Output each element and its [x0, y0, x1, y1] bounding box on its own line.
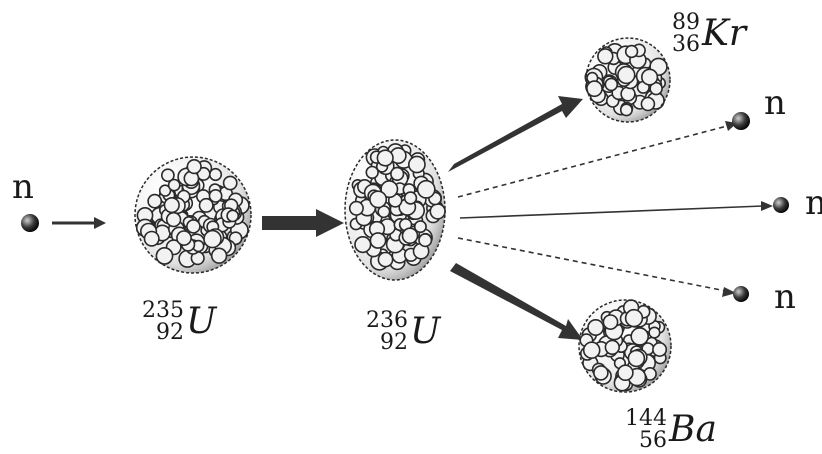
- nucleon-bubble: [624, 44, 639, 59]
- neutron-path-top: [457, 125, 728, 198]
- nucleon-bubble: [648, 326, 661, 339]
- released-neutron-top-label: n: [764, 83, 786, 123]
- nucleon-bubble: [208, 188, 223, 203]
- nucleon-bubble: [620, 86, 636, 102]
- kr89-atomic-number: 36: [672, 32, 700, 57]
- nucleon-bubble: [617, 364, 634, 382]
- nucleon-bubble: [597, 48, 614, 65]
- nucleon-bubble: [582, 341, 601, 360]
- nucleon-bubble: [630, 327, 650, 346]
- nucleon-bubble: [365, 165, 379, 180]
- nucleon-bubble: [640, 68, 659, 86]
- neutrons: [21, 112, 789, 302]
- neutron-path-bottom-head: [722, 287, 736, 297]
- u236-mass-number: 236: [366, 308, 408, 333]
- nucleon-bubble: [226, 209, 240, 223]
- nucleus-u236: [344, 139, 446, 281]
- nucleon-bubble: [167, 178, 181, 192]
- isotope-label-ba144: 144 56 Ba: [625, 408, 717, 452]
- u236-symbol: U: [410, 311, 441, 352]
- nucleon-bubble: [143, 230, 160, 247]
- nucleon-bubble: [222, 175, 238, 191]
- released-neutron-bottom: [733, 286, 749, 302]
- u235-atomic-number: 92: [156, 320, 184, 345]
- kr89-symbol: Kr: [702, 13, 747, 54]
- neutron-path-bottom: [457, 237, 727, 292]
- u236-atomic-number: 92: [380, 330, 408, 355]
- krypton-fragment-arrow: [448, 96, 583, 172]
- nucleon-bubble: [369, 190, 388, 209]
- nucleon-bubble: [186, 219, 201, 234]
- nucleon-bubble: [593, 365, 609, 381]
- nucleon-bubble: [198, 197, 214, 213]
- u235-symbol: U: [186, 301, 217, 342]
- nucleon-bubble: [413, 220, 427, 234]
- isotope-label-u236: 236 92 U: [366, 310, 440, 354]
- nucleon-bubble: [619, 103, 633, 117]
- nucleon-bubble: [418, 233, 433, 248]
- released-neutron-bottom-label: n: [774, 277, 796, 317]
- kr89-mass-number: 89: [672, 10, 700, 35]
- isotope-label-kr89: 89 36 Kr: [672, 12, 746, 56]
- nucleon-bubble: [155, 246, 174, 265]
- nucleon-bubble: [348, 200, 364, 216]
- nucleon-bubble: [604, 339, 620, 355]
- barium-fragment-arrow: [450, 263, 583, 340]
- nucleon-bubble: [158, 184, 172, 197]
- nucleus-kr89: [584, 37, 671, 123]
- nucleon-bubble: [186, 159, 202, 175]
- nucleon-bubble: [354, 236, 372, 254]
- nucleon-bubble: [407, 155, 426, 174]
- nucleon-bubble: [165, 211, 182, 228]
- isotope-label-u235: 235 92 U: [142, 300, 216, 344]
- incoming-neutron-label: n: [12, 167, 34, 207]
- nucleon-bubble: [210, 247, 228, 264]
- nucleon-bubble: [652, 341, 668, 357]
- incoming-neutron: [21, 214, 39, 232]
- released-neutron-middle: [773, 197, 789, 213]
- ba144-atomic-number: 56: [639, 428, 667, 453]
- nucleon-bubble: [416, 179, 436, 199]
- released-neutron-top: [732, 112, 750, 130]
- nucleon-bubble: [390, 166, 405, 181]
- nucleon-bubble: [403, 191, 418, 205]
- nucleon-bubble: [602, 314, 619, 330]
- nucleon-bubble: [401, 227, 419, 244]
- nucleon-bubble: [203, 229, 222, 249]
- nucleon-bubble: [617, 65, 636, 85]
- released-neutron-middle-label: n: [805, 183, 822, 223]
- nucleon-bubble: [380, 180, 399, 199]
- incoming-neutron-arrowhead: [94, 217, 106, 229]
- nucleon-bubble: [377, 251, 394, 268]
- arrows: [52, 96, 773, 340]
- nucleon-bubble: [147, 193, 163, 209]
- nucleon-bubble: [640, 96, 656, 112]
- nucleon-bubble: [369, 232, 387, 249]
- u235-mass-number: 235: [142, 298, 184, 323]
- nucleon-bubble: [627, 349, 646, 368]
- nucleon-bubble: [429, 203, 446, 220]
- nucleon-bubble: [604, 77, 619, 92]
- nucleon-bubble: [624, 308, 644, 328]
- absorption-arrow: [262, 209, 344, 237]
- nucleus-ba144: [578, 299, 672, 393]
- nucleon-bubble: [587, 318, 605, 336]
- nucleon-bubble: [163, 197, 180, 214]
- neutron-path-middle: [459, 205, 764, 219]
- nucleon-bubble: [176, 230, 192, 246]
- ba144-symbol: Ba: [669, 409, 717, 450]
- neutron-path-middle-head: [761, 201, 773, 211]
- nucleus-u235: [134, 156, 252, 274]
- nucleon-bubble: [160, 168, 175, 183]
- nucleon-bubble: [376, 149, 394, 167]
- ba144-mass-number: 144: [625, 406, 667, 431]
